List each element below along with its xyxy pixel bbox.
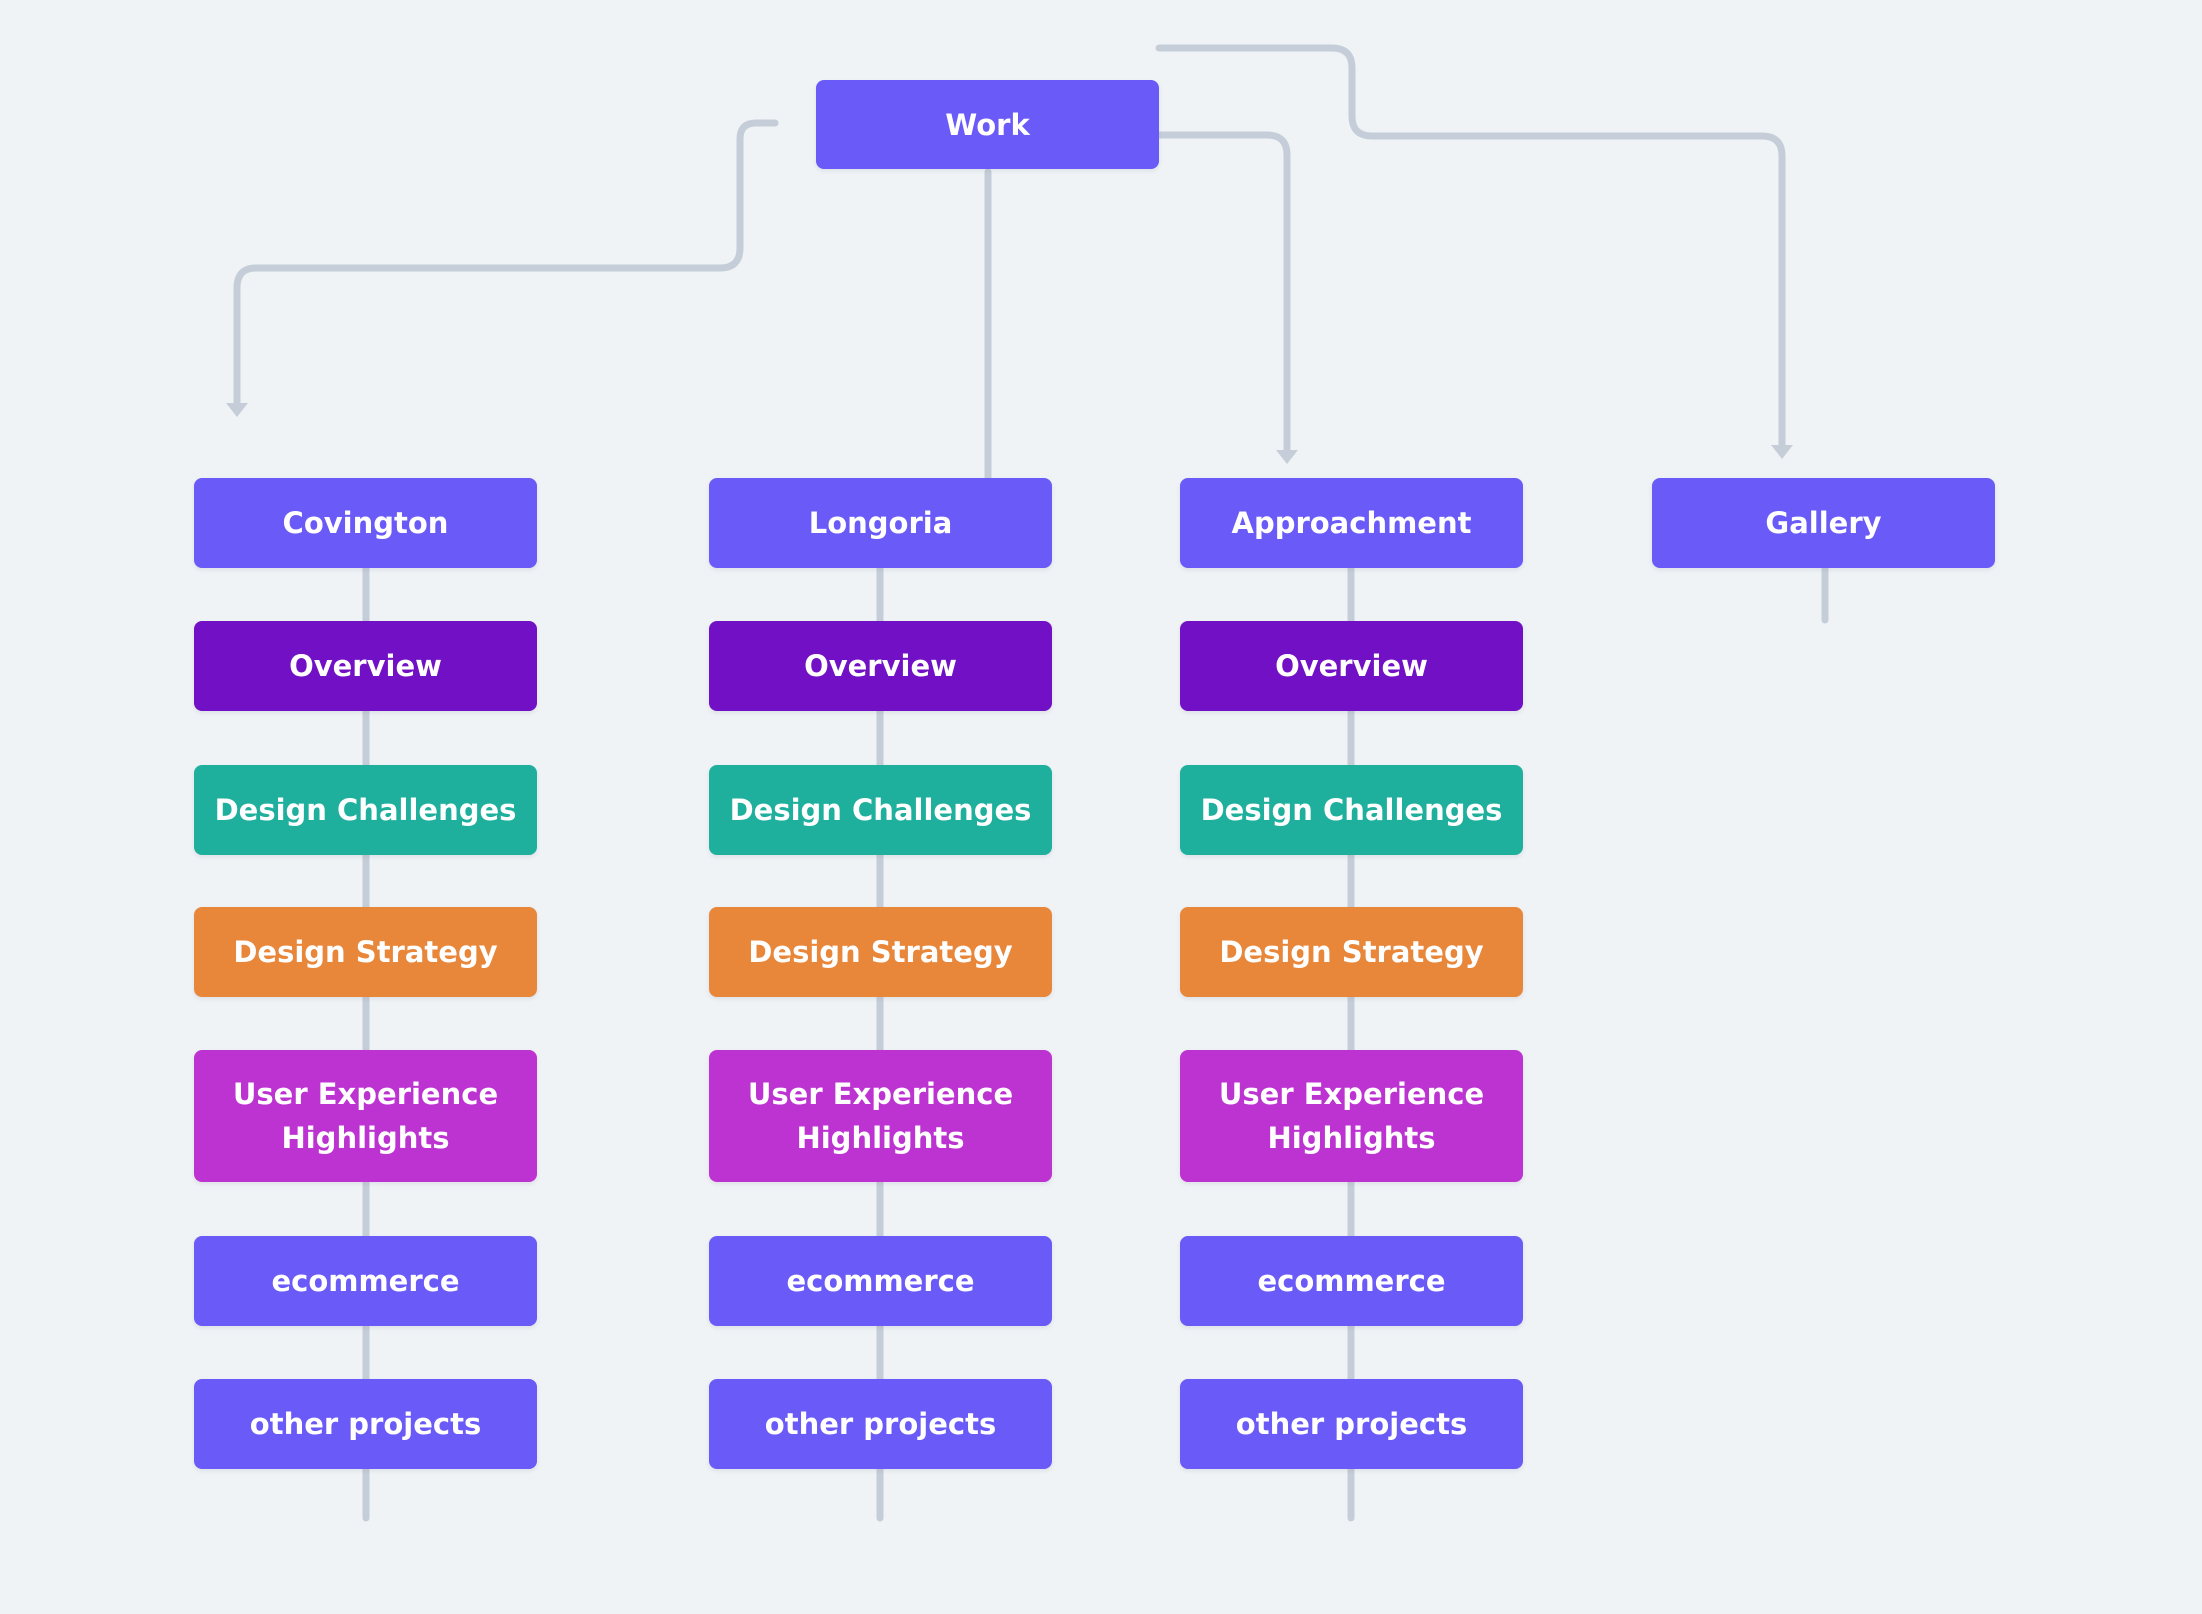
node-approachment-other-projects[interactable]: other projects: [1180, 1379, 1523, 1469]
node-longoria-other-projects[interactable]: other projects: [709, 1379, 1052, 1469]
node-longoria[interactable]: Longoria: [709, 478, 1052, 568]
node-approachment-design-strategy[interactable]: Design Strategy: [1180, 907, 1523, 997]
node-other-projects-label: other projects: [1235, 1407, 1468, 1441]
node-covington-ux-highlights[interactable]: User Experience Highlights: [194, 1050, 537, 1182]
node-covington-overview[interactable]: Overview: [194, 621, 537, 711]
node-design-challenges-label: Design Challenges: [729, 793, 1032, 827]
node-design-strategy-label: Design Strategy: [748, 935, 1013, 969]
node-ux-highlights-label: User Experience Highlights: [232, 1077, 499, 1155]
node-covington-design-strategy[interactable]: Design Strategy: [194, 907, 537, 997]
node-longoria-ecommerce[interactable]: ecommerce: [709, 1236, 1052, 1326]
node-covington-design-challenges[interactable]: Design Challenges: [194, 765, 537, 855]
node-other-projects-label: other projects: [764, 1407, 997, 1441]
connector-work-covington: [233, 119, 779, 414]
node-covington-ecommerce[interactable]: ecommerce: [194, 1236, 537, 1326]
node-design-challenges-label: Design Challenges: [214, 793, 517, 827]
node-other-projects-label: other projects: [249, 1407, 482, 1441]
node-gallery-label: Gallery: [1765, 506, 1882, 540]
node-approachment-ecommerce[interactable]: ecommerce: [1180, 1236, 1523, 1326]
node-covington[interactable]: Covington: [194, 478, 537, 568]
arrowhead-approachment: [1276, 450, 1298, 464]
node-approachment-label: Approachment: [1231, 506, 1472, 540]
node-overview-label: Overview: [1275, 649, 1428, 683]
node-ecommerce-label: ecommerce: [1257, 1264, 1446, 1298]
node-longoria-ux-highlights[interactable]: User Experience Highlights: [709, 1050, 1052, 1182]
node-overview-label: Overview: [289, 649, 442, 683]
arrowhead-gallery: [1771, 445, 1793, 459]
node-overview-label: Overview: [804, 649, 957, 683]
node-work[interactable]: Work: [816, 80, 1159, 169]
node-ux-highlights-label: User Experience Highlights: [747, 1077, 1014, 1155]
node-approachment-ux-highlights[interactable]: User Experience Highlights: [1180, 1050, 1523, 1182]
node-design-strategy-label: Design Strategy: [233, 935, 498, 969]
node-approachment-design-challenges[interactable]: Design Challenges: [1180, 765, 1523, 855]
node-longoria-overview[interactable]: Overview: [709, 621, 1052, 711]
node-work-label: Work: [945, 107, 1030, 142]
node-longoria-design-challenges[interactable]: Design Challenges: [709, 765, 1052, 855]
node-longoria-label: Longoria: [808, 506, 953, 540]
node-covington-other-projects[interactable]: other projects: [194, 1379, 537, 1469]
node-covington-label: Covington: [282, 506, 449, 540]
node-ux-highlights-label: User Experience Highlights: [1218, 1077, 1485, 1155]
node-approachment[interactable]: Approachment: [1180, 478, 1523, 568]
connector-work-gallery: [1155, 44, 1786, 452]
node-design-challenges-label: Design Challenges: [1200, 793, 1503, 827]
node-gallery[interactable]: Gallery: [1652, 478, 1995, 568]
node-ecommerce-label: ecommerce: [271, 1264, 460, 1298]
node-longoria-design-strategy[interactable]: Design Strategy: [709, 907, 1052, 997]
node-approachment-overview[interactable]: Overview: [1180, 621, 1523, 711]
node-design-strategy-label: Design Strategy: [1219, 935, 1484, 969]
connector-work-approachment: [1155, 131, 1291, 456]
arrowhead-covington: [226, 403, 248, 417]
node-ecommerce-label: ecommerce: [786, 1264, 975, 1298]
